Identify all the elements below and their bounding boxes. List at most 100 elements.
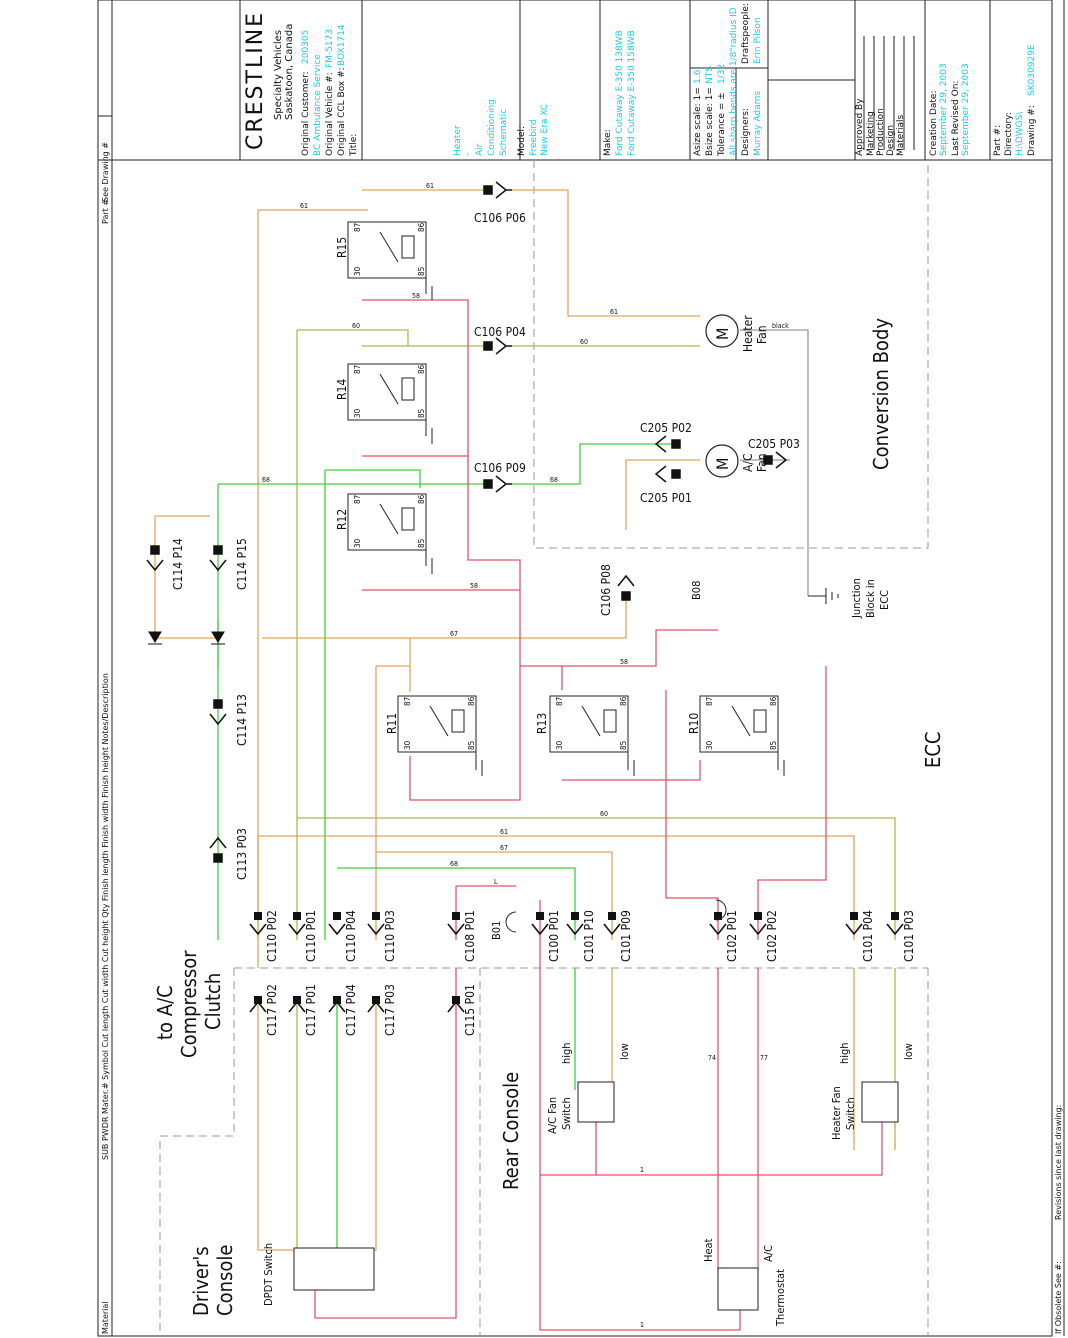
pin-30-r11: 30 xyxy=(403,740,412,750)
arrow-c117p04 xyxy=(328,996,346,1013)
relay-r11-label: R11 xyxy=(385,713,399,734)
arrow-c205p01 xyxy=(654,465,681,483)
wire-label-L: L xyxy=(494,878,498,886)
relay-r12-label: R12 xyxy=(335,509,349,530)
label-c102p02: C102 P02 xyxy=(765,910,779,962)
company-logo: CRESTLINE xyxy=(243,11,268,150)
wire-label-1b: 1 xyxy=(640,1321,644,1329)
pin-85-r14: 85 xyxy=(417,409,426,418)
company-sub2: Saskatoon, Canada xyxy=(284,24,295,120)
label-c101p03: C101 P03 xyxy=(902,910,916,962)
arrow-c101p10 xyxy=(566,912,584,936)
arrow-c106p09 xyxy=(483,475,512,493)
label-c110p02: C110 P02 xyxy=(265,910,279,962)
bsize-value: NTS xyxy=(705,66,715,84)
make-label: Make: xyxy=(603,129,613,156)
relay-r13-label: R13 xyxy=(535,713,549,734)
pin-30-r10: 30 xyxy=(705,740,714,750)
directory-label: Directory: xyxy=(1004,112,1014,156)
label-c108p01: C108 P01 xyxy=(463,910,477,962)
ac-fan-label-1: A/C xyxy=(741,453,755,472)
arrow-c101p03 xyxy=(886,912,904,936)
pin-87-r13: 87 xyxy=(555,697,564,706)
arrow-c101p04 xyxy=(845,912,863,936)
pin-87-r12: 87 xyxy=(353,495,362,504)
ac-fan-switch xyxy=(577,1081,615,1123)
wire-power xyxy=(314,666,883,1331)
ac-fan-switch-label-1: A/C Fan xyxy=(546,1097,559,1134)
relay-r12 xyxy=(347,493,433,574)
heater-low: low xyxy=(902,1043,915,1060)
wire-label-60b: 60 xyxy=(580,338,588,346)
diodes xyxy=(148,631,225,645)
pin-30-r13: 30 xyxy=(555,740,564,750)
wire-label-67a: 67 xyxy=(450,630,458,638)
label-c106p09: C106 P09 xyxy=(474,461,526,475)
label-c205p01: C205 P01 xyxy=(640,491,692,505)
arrow-c205p03 xyxy=(763,451,788,469)
connector-labels: C106 P06 C106 P04 C106 P09 C205 P02 C205… xyxy=(171,211,800,880)
orig-vehicle-value: FM-5173 xyxy=(325,29,335,68)
label-c106p06: C106 P06 xyxy=(474,211,526,225)
label-c115p01: C115 P01 xyxy=(463,984,477,1036)
relay-r11 xyxy=(397,695,483,776)
approved-design: Design xyxy=(886,125,896,156)
relay-pin-labels: 87 86 85 30 87 86 85 30 87 86 85 30 87 8… xyxy=(353,222,778,750)
rear-console-label: Rear Console xyxy=(499,1072,523,1190)
company-sub1: Specialty Vehicles xyxy=(273,30,284,120)
wire-label-1a: 1 xyxy=(640,1166,644,1174)
tol-label: Tolerance = ± xyxy=(717,92,727,157)
arrow-c110p02 xyxy=(249,912,267,936)
drivers-console-label-1: Driver's xyxy=(189,1246,213,1316)
junction-label-3: ECC xyxy=(878,590,891,610)
diode-2 xyxy=(211,631,225,643)
orig-vehicle-label: Original Vehicle #: xyxy=(325,72,335,156)
ac-high: high xyxy=(560,1042,573,1064)
pin-85-r13: 85 xyxy=(619,741,628,750)
arrow-c113p03 xyxy=(209,836,227,863)
ground-symbols xyxy=(808,588,839,604)
heater-high: high xyxy=(838,1042,851,1064)
label-c114p15: C114 P15 xyxy=(235,538,249,590)
b08-breaker xyxy=(715,899,727,921)
relay-r14-label: R14 xyxy=(335,379,349,400)
relays xyxy=(347,221,785,776)
connector-arrows xyxy=(146,181,788,863)
label-c205p02: C205 P02 xyxy=(640,421,692,435)
creation-value: September 29, 2003 xyxy=(939,63,949,156)
label-c101p10: C101 P10 xyxy=(582,910,596,962)
creation-label: Creation Date: xyxy=(929,91,939,156)
pin-86-r14: 86 xyxy=(417,364,426,374)
dpdt-switch xyxy=(293,1247,375,1291)
arrow-c114p15 xyxy=(209,545,227,572)
switches xyxy=(293,899,899,1311)
revised-value: September 29, 2003 xyxy=(961,63,971,156)
pin-85-r10: 85 xyxy=(769,741,778,750)
see-drawing: See Drawing # xyxy=(101,142,110,202)
relay-r15 xyxy=(347,221,433,300)
designers-label: Designers: xyxy=(741,108,751,156)
model-label: Model: xyxy=(517,126,527,156)
pin-87-r14: 87 xyxy=(353,365,362,374)
part-label: Part #: xyxy=(993,125,1003,156)
arrow-c110p03 xyxy=(367,912,385,936)
arrow-c106p04 xyxy=(483,337,512,355)
compressor-label-3: Clutch xyxy=(201,973,225,1030)
drafts-label: Draftspeople: xyxy=(741,3,751,64)
b01-breaker xyxy=(505,911,517,933)
ac-fan-switch-label-2: Switch xyxy=(560,1097,573,1130)
wire-label-58c: 58 xyxy=(620,658,628,666)
orig-customer-value2: BC Ambulance Service xyxy=(313,54,323,156)
pin-86-r11: 86 xyxy=(467,696,476,706)
label-c110p01: C110 P01 xyxy=(304,910,318,962)
thermostat-label: Thermostat xyxy=(774,1269,787,1327)
arrow-c117p01 xyxy=(288,996,306,1013)
ecc-label: ECC xyxy=(921,731,945,768)
bends-note: All sharp bends are 1/8"radius ID xyxy=(729,7,739,156)
heater-fan-motor xyxy=(705,314,739,348)
ac-label: A/C xyxy=(762,1245,775,1262)
relay-r15-label: R15 xyxy=(335,237,349,258)
material-label: Material xyxy=(101,1302,110,1335)
conversion-body-label: Conversion Body xyxy=(869,318,893,470)
pin-86-r15: 86 xyxy=(417,222,426,232)
